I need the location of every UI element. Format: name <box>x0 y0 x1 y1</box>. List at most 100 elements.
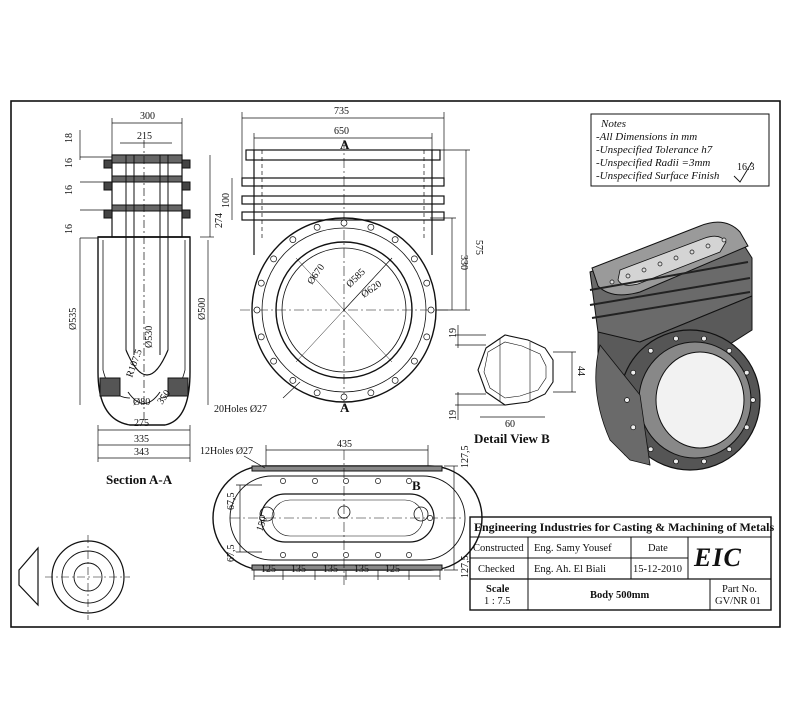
drawing-date: 15-12-2010 <box>633 564 682 575</box>
bolt-hole <box>257 279 265 287</box>
part-name: Body 500mm <box>590 590 649 601</box>
finish-value: 16.3 <box>737 162 755 173</box>
dim-section-18: 18 <box>64 133 75 143</box>
bolt-hole <box>340 393 348 401</box>
bolt-hole <box>647 446 654 453</box>
front-dimensions <box>231 112 470 399</box>
bolt-hole <box>406 478 412 484</box>
part-no-label: Part No. <box>722 584 757 595</box>
checked-by: Eng. Ah. El Biali <box>534 564 606 575</box>
bolt-hole <box>391 236 399 243</box>
dim-front-100: 100 <box>221 193 232 208</box>
dim-top-1275a: 127,5 <box>460 446 471 469</box>
bolt-hole <box>280 552 286 558</box>
dim-front-575: 575 <box>473 240 484 255</box>
bolt-hole <box>641 267 647 273</box>
drawing-border <box>10 100 781 628</box>
bolt-hole <box>343 478 349 484</box>
detail-view <box>477 334 554 406</box>
bolt-hole <box>721 237 727 243</box>
bolt-hole <box>630 424 636 431</box>
scale-value: 1 : 7.5 <box>484 596 511 607</box>
bolt-hole <box>312 478 318 484</box>
bolt-hole <box>289 377 297 384</box>
bolt-hole <box>744 424 750 431</box>
bolt-hole <box>624 397 630 403</box>
notes-title: Notes <box>600 118 626 130</box>
bolt-hole <box>259 515 265 521</box>
notes-line-2: -Unspecified Tolerance h7 <box>596 144 713 156</box>
dim-detail-19a: 19 <box>448 328 459 338</box>
bolt-hole <box>750 397 756 403</box>
bolt-hole <box>270 357 277 365</box>
dim-top-spacing-5: 125 <box>385 564 400 575</box>
title-block <box>469 516 772 611</box>
dim-section-500: Ø500 <box>197 298 208 320</box>
bolt-hole <box>411 357 418 365</box>
bolt-hole <box>367 389 375 397</box>
bolt-hole <box>647 347 654 354</box>
bolt-hole <box>427 515 433 521</box>
dim-top-150: 150 <box>254 515 269 533</box>
bolt-hole <box>726 446 733 453</box>
dim-section-335: 335 <box>134 434 149 445</box>
dim-section-275: 275 <box>134 418 149 429</box>
bolt-hole <box>701 335 707 342</box>
dim-top-spacing-3: 135 <box>323 564 338 575</box>
dim-front-330: 330 <box>458 255 469 270</box>
dim-top-435: 435 <box>337 439 352 450</box>
dim-front-585: Ø585 <box>344 267 368 291</box>
bolt-hole <box>340 219 348 227</box>
holes-top-callout: 12Holes Ø27 <box>200 446 253 457</box>
holes-front-callout: 20Holes Ø27 <box>214 404 267 415</box>
bolt-hole <box>312 552 318 558</box>
bolt-hole <box>280 478 286 484</box>
bolt-hole <box>744 369 750 376</box>
bolt-hole <box>391 377 399 384</box>
company-name: Engineering Industries for Casting & Mac… <box>474 520 774 534</box>
bolt-hole <box>701 458 707 465</box>
bolt-hole <box>270 255 277 263</box>
bolt-hole <box>657 261 663 267</box>
dim-detail-60: 60 <box>505 419 515 430</box>
scale-label: Scale <box>486 584 510 595</box>
checked-label: Checked <box>478 564 515 575</box>
section-label: Section A-A <box>106 472 173 487</box>
dim-section-16b: 16 <box>64 185 75 195</box>
date-label: Date <box>648 543 668 554</box>
dim-section-80: Ø80 <box>133 397 150 408</box>
dim-top-spacing-2: 135 <box>291 564 306 575</box>
bolt-hole <box>375 552 381 558</box>
bolt-hole <box>673 335 679 342</box>
bolt-hole <box>343 552 349 558</box>
company-logo: EIC <box>693 543 742 572</box>
bolt-hole <box>673 458 679 465</box>
dim-section-530: Ø530 <box>144 326 155 348</box>
dim-top-675a: 67,5 <box>226 493 237 511</box>
bolt-hole <box>313 389 321 397</box>
part-no: GV/NR 01 <box>715 596 761 607</box>
dim-section-215: 215 <box>137 131 152 142</box>
constructed-by: Eng. Samy Yousef <box>534 543 612 554</box>
detail-dimensions <box>455 325 576 420</box>
section-view <box>97 140 191 426</box>
bolt-hole <box>253 306 261 314</box>
dim-front-670: Ø670 <box>305 262 327 287</box>
dim-section-16c: 16 <box>64 224 75 234</box>
dim-section-535: Ø535 <box>68 308 79 330</box>
detail-label: Detail View B <box>474 431 550 446</box>
dim-front-650: 650 <box>334 126 349 137</box>
bolt-hole <box>313 223 321 231</box>
dim-top-1275b: 127,5 <box>460 556 471 579</box>
bolt-hole <box>257 333 265 341</box>
top-bolt-holes <box>259 478 433 558</box>
bolt-hole <box>630 369 636 376</box>
bolt-hole <box>375 478 381 484</box>
side-view-small <box>18 535 130 620</box>
notes-line-1: -All Dimensions in mm <box>596 131 697 143</box>
bolt-hole <box>689 249 695 255</box>
dim-top-spacing-1: 125 <box>261 564 276 575</box>
dim-section-16a: 16 <box>64 158 75 168</box>
notes-box: Notes -All Dimensions in mm -Unspecified… <box>590 113 770 187</box>
